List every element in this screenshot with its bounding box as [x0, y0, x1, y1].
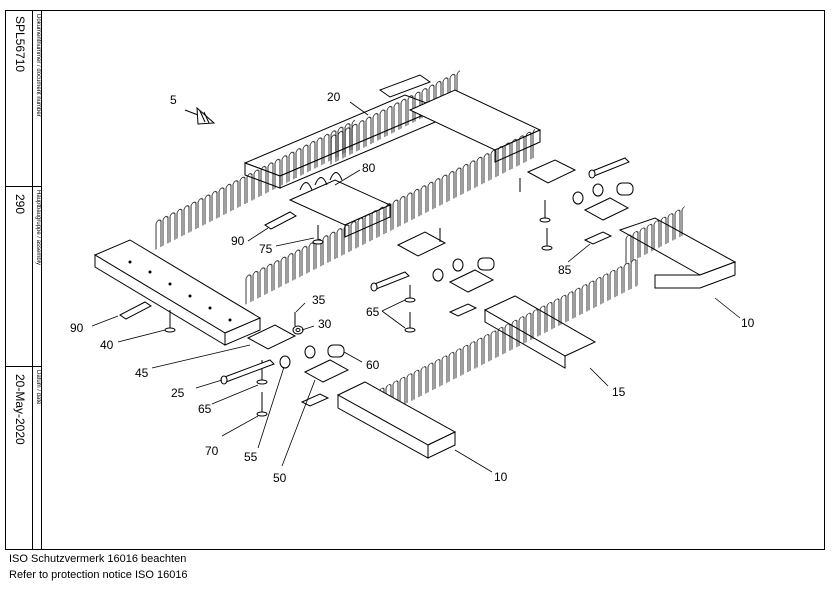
- assembly-number: 290: [13, 194, 27, 215]
- leader-lines: [91, 101, 741, 473]
- direction-arrow-icon: [184, 106, 216, 125]
- callout-35: 35: [312, 293, 326, 307]
- callout-40: 40: [100, 338, 114, 352]
- callout-90: 90: [70, 321, 84, 335]
- chain-rail-80: [245, 127, 535, 305]
- protection-notice-en: Refer to protection notice ISO 16016: [9, 569, 188, 581]
- chain-rail-15: [378, 257, 638, 418]
- title-block-divider: [5, 186, 42, 187]
- chain-rail-10-right: [618, 206, 737, 289]
- callout-30: 30: [318, 317, 332, 331]
- title-block: Dokumentnummer / document number SPL5671…: [5, 10, 42, 550]
- callout-10: 10: [741, 316, 755, 330]
- callout-80: 80: [362, 161, 376, 175]
- callout-50: 50: [273, 471, 287, 485]
- protection-notice-de: ISO Schutzvermerk 16016 beachten: [9, 553, 187, 565]
- callout-55: 55: [244, 450, 258, 464]
- callout-10: 10: [494, 470, 508, 484]
- chain-rail-10-left: [93, 239, 262, 346]
- callout-25: 25: [171, 386, 185, 400]
- callout-75: 75: [259, 242, 273, 256]
- title-block-inner-line: [32, 10, 33, 550]
- drawing-frame: [5, 10, 825, 550]
- callout-85: 85: [558, 263, 572, 277]
- callout-65: 65: [198, 402, 212, 416]
- callout-65: 65: [366, 305, 380, 319]
- exploded-view-drawing: 5 20 80 90 75 90 40 35 30 45 60 25 65 70…: [70, 68, 755, 485]
- callout-45: 45: [135, 366, 149, 380]
- document-number: SPL56710: [13, 16, 27, 73]
- callout-90: 90: [231, 234, 245, 248]
- callout-20: 20: [327, 90, 341, 104]
- callout-5: 5: [170, 93, 177, 107]
- drawing-date: 20-May-2020: [13, 374, 27, 445]
- hardware-parts: [119, 157, 634, 417]
- callout-15: 15: [612, 385, 626, 399]
- title-block-divider: [5, 366, 42, 367]
- chain-rail-10-bottom: [336, 381, 457, 459]
- document-number-caption: Dokumentnummer / document number: [35, 14, 41, 117]
- callout-60: 60: [366, 358, 380, 372]
- date-caption: Datum / date: [35, 370, 41, 405]
- assembly-caption: Hauptbaugruppe / assembly: [35, 190, 41, 266]
- callout-70: 70: [205, 444, 219, 458]
